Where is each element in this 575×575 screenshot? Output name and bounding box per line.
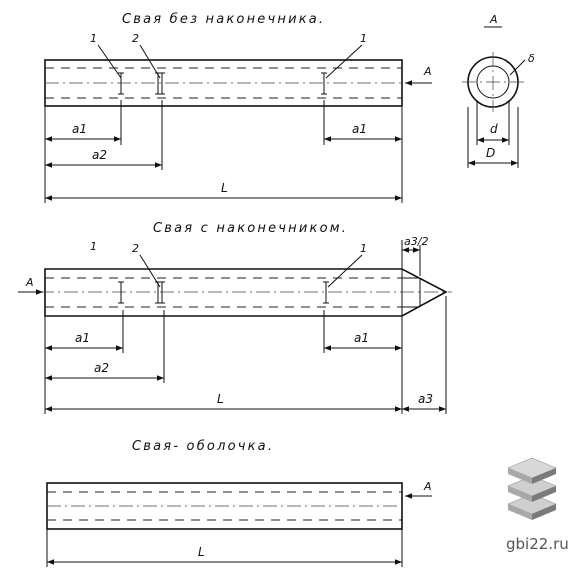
title-pile-shell: Свая- оболочка. xyxy=(132,439,274,454)
view-letter-2: A xyxy=(25,276,34,289)
title-pile-no-tip: Свая без наконечника. xyxy=(122,12,325,27)
dim-text-L-3: L xyxy=(198,545,205,559)
pile-body-2 xyxy=(44,268,448,317)
view-letter-3: A xyxy=(423,480,432,493)
mark-1-left-2 xyxy=(118,281,124,304)
stacked-slabs-icon xyxy=(507,457,557,520)
section-letter: A xyxy=(489,13,498,26)
leader-1-right-2 xyxy=(327,254,363,288)
mark-1-right xyxy=(321,72,327,95)
dim-text-a3: a3 xyxy=(418,392,433,406)
mark-2 xyxy=(155,72,165,95)
callout-1-right: 1 xyxy=(360,32,367,45)
dim-text-a3-half: a3/2 xyxy=(404,235,428,248)
leader-delta xyxy=(509,59,526,76)
leader-2 xyxy=(139,44,161,79)
dim-text-D: D xyxy=(486,146,495,160)
dim-text-a1-right: a1 xyxy=(352,122,367,136)
dim-text-d: d xyxy=(490,122,498,136)
dim-text-a2-2: a2 xyxy=(94,361,109,375)
dim-text-a2: a2 xyxy=(92,148,107,162)
title-pile-with-tip: Свая с наконечником. xyxy=(153,221,348,236)
leader-1-right xyxy=(325,44,363,79)
watermark: gbi22.ru xyxy=(506,457,569,553)
callout-1-right-2: 1 xyxy=(360,242,367,255)
watermark-site: gbi22.ru xyxy=(506,535,569,553)
mark-1-right-2 xyxy=(323,281,329,304)
leader-1-left xyxy=(97,44,122,79)
mark-2-2 xyxy=(155,281,165,304)
section-pile-no-tip: Свая без наконечника. 1 2 1 A a1 xyxy=(44,12,432,203)
dim-text-L-1: L xyxy=(221,181,228,195)
callout-2-2: 2 xyxy=(132,242,139,255)
section-pile-with-tip: Свая с наконечником. 1 2 1 A a3/2 xyxy=(18,221,452,414)
dim-text-a1-left: a1 xyxy=(72,122,87,136)
callout-1-left-2: 1 xyxy=(90,240,97,253)
section-pile-shell: Свая- оболочка. A L xyxy=(46,439,432,567)
callout-2: 2 xyxy=(132,32,139,45)
dim-text-a1-left-2: a1 xyxy=(75,331,90,345)
view-letter-1: A xyxy=(423,65,432,78)
mark-1-left xyxy=(118,72,124,95)
dim-text-L-2: L xyxy=(217,392,224,406)
dim-text-a1-right-2: a1 xyxy=(354,331,369,345)
leader-2-2 xyxy=(139,254,161,288)
cross-section-A: A δ d D xyxy=(462,13,535,168)
callout-1-left: 1 xyxy=(90,32,97,45)
delta-label: δ xyxy=(528,52,535,65)
